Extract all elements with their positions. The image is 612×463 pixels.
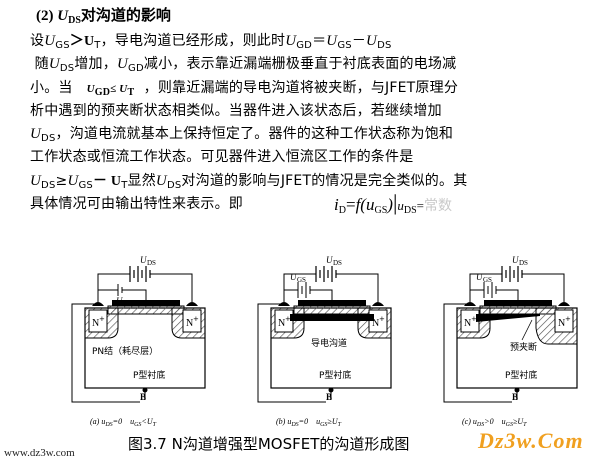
svg-text:P型衬底: P型衬底 — [505, 369, 537, 381]
pinched-channel — [476, 314, 540, 322]
svg-text:B: B — [512, 392, 518, 402]
svg-text:DS: DS — [333, 259, 342, 267]
ugs-label: U — [116, 296, 123, 306]
svg-text:N: N — [278, 318, 285, 329]
svg-text:GS: GS — [483, 276, 492, 284]
heading-text: 对沟道的影响 — [80, 8, 171, 24]
svg-text:U: U — [290, 272, 297, 282]
svg-text:GS: GS — [123, 300, 132, 308]
heading-number: (2) — [36, 8, 54, 24]
svg-text:+: + — [99, 315, 105, 323]
text-line-5: UDS，沟道电流就基本上保持恒定了。器件的这种工作状态称为饱和 — [30, 126, 454, 145]
site-logo: Dz3w.Com — [478, 428, 584, 453]
svg-text:+: + — [193, 315, 199, 323]
channel-label: 导电沟道 — [311, 337, 347, 349]
inline-formula: UGD≤ UT — [86, 82, 135, 98]
text-line-2: 随UDS增加，UGD减小，表示靠近漏端栅极垂直于衬底表面的电场减 — [34, 56, 457, 75]
body-paragraph: 设UGS＞UT，导电沟道已经形成，则此时UGD＝UGS－UDS 随UDS增加，U… — [30, 30, 602, 216]
svg-text:DS: DS — [519, 259, 528, 267]
figure-caption: 图3.7 N沟道增强型MOSFET的沟道形成图 — [128, 435, 410, 453]
svg-text:+: + — [379, 315, 385, 323]
substrate-label: P型衬底 — [133, 369, 165, 381]
svg-text:B: B — [326, 392, 332, 402]
mosfet-diagrams: U DS U GS N + N + PN结（耗尽层） P型衬底 B (a) uD… — [71, 255, 578, 428]
diagram-a: U DS U GS N + N + PN结（耗尽层） P型衬底 B (a) uD… — [71, 255, 206, 428]
svg-text:DS: DS — [147, 259, 156, 267]
uds-label: U — [140, 255, 147, 265]
text-line-4: 析中遇到的预夹断状态相类似。当器件进入该状态后，若继续增加 — [30, 102, 442, 119]
gate-electrode — [112, 300, 180, 306]
svg-text:U: U — [476, 272, 483, 282]
svg-text:U: U — [326, 255, 333, 265]
body-terminal: B — [140, 392, 146, 402]
svg-text:+: + — [565, 315, 571, 323]
svg-text:N: N — [558, 318, 565, 329]
text-line-6: 工作状态或恒流工作状态。可见器件进入恒流区工作的条件是 — [30, 149, 414, 166]
svg-text:P型衬底: P型衬底 — [319, 369, 351, 381]
svg-text:+: + — [471, 315, 477, 323]
svg-text:U: U — [512, 255, 519, 265]
output-characteristic-formula: iD=f(uGS)|uDS=常数 — [334, 190, 452, 216]
svg-text:GS: GS — [297, 276, 306, 284]
conductive-channel — [290, 314, 374, 321]
pinch-off-label: 预夹断 — [510, 341, 537, 353]
heading-var: U — [57, 8, 69, 24]
section-heading: (2) UDS对沟道的影响 — [36, 4, 171, 26]
text-line-3: 小。当 UGD≤ UT ，则靠近漏端的导电沟道将被夹断，与JFET原理分 — [30, 79, 459, 98]
svg-text:N: N — [464, 318, 471, 329]
n-plus-drain: N — [186, 318, 193, 329]
text-line-8: 具体情况可由输出特性来表示。即 — [30, 196, 243, 213]
site-url[interactable]: www.dz3w.com — [4, 447, 75, 459]
pn-junction-label: PN结（耗尽层） — [92, 345, 158, 357]
heading-sub: DS — [68, 15, 81, 26]
text-line-7: UDS≥UGS－ UT显然UDS对沟道的影响与JFET的情况是完全类似的。其 — [30, 172, 468, 191]
n-plus-source: N — [92, 318, 99, 329]
text-line-1: 设UGS＞UT，导电沟道已经形成，则此时UGD＝UGS－UDS — [30, 33, 392, 51]
svg-text:N: N — [372, 318, 379, 329]
svg-text:+: + — [285, 315, 291, 323]
